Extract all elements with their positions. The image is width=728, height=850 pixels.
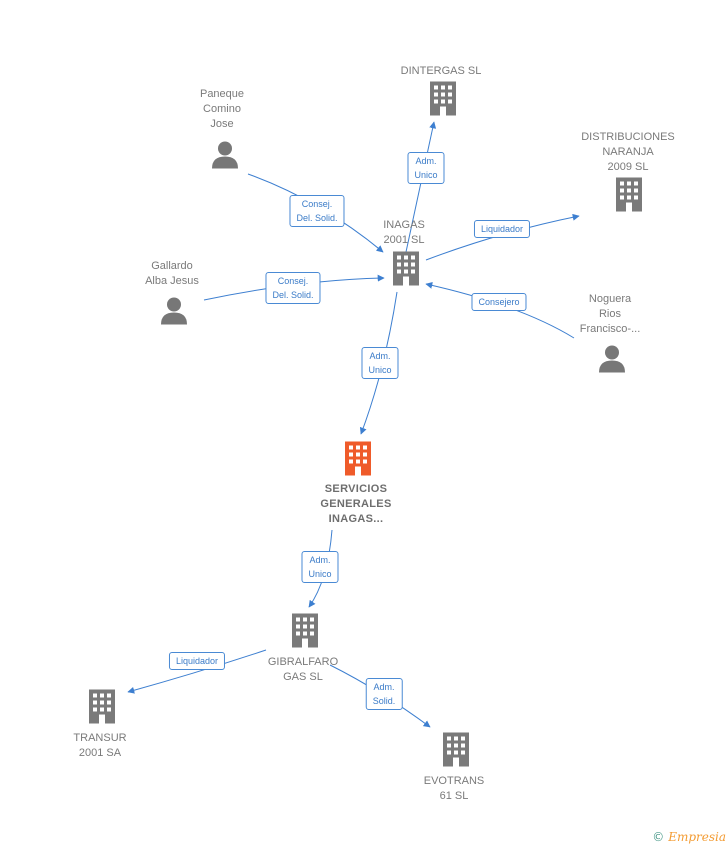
building-icon[interactable]	[290, 613, 320, 653]
edges-layer	[127, 121, 580, 728]
node-label-transur[interactable]: TRANSUR 2001 SA	[73, 732, 127, 759]
edge-label-consej-del-solid: Consej. Del. Solid.	[289, 195, 345, 227]
person-icon[interactable]	[160, 297, 188, 330]
building-icon[interactable]	[428, 81, 458, 121]
watermark: ©Empresia	[652, 830, 726, 844]
edge-label-adm-unico: Adm. Unico	[361, 347, 399, 379]
edge-label-adm-unico: Adm. Unico	[301, 551, 339, 583]
node-label-inagas[interactable]: INAGAS 2001 SL	[383, 219, 425, 246]
person-icon[interactable]	[598, 345, 626, 378]
node-label-paneque[interactable]: Paneque Comino Jose	[199, 88, 245, 130]
edge-label-consej-del-solid: Consej. Del. Solid.	[265, 272, 321, 304]
node-label-servicios[interactable]: SERVICIOS GENERALES INAGAS...	[320, 483, 392, 525]
brand-logo: Empresia	[668, 830, 726, 844]
building-icon[interactable]	[441, 732, 471, 772]
node-label-noguera[interactable]: Noguera Rios Francisco-...	[579, 293, 641, 335]
edge-label-adm-solid: Adm. Solid.	[365, 678, 403, 710]
person-icon[interactable]	[211, 141, 239, 174]
node-label-distribuciones[interactable]: DISTRIBUCIONES NARANJA 2009 SL	[581, 131, 675, 173]
edge-label-adm-unico: Adm. Unico	[407, 152, 445, 184]
node-label-evotrans[interactable]: EVOTRANS 61 SL	[423, 775, 485, 802]
edge-inagas-dintergas	[405, 121, 437, 253]
building-icon[interactable]	[343, 441, 373, 481]
copyright-icon: ©	[652, 830, 665, 844]
building-icon[interactable]	[614, 177, 644, 217]
node-label-gibralfaro[interactable]: GIBRALFARO GAS SL	[267, 656, 339, 683]
edge-gibralfaro-transur	[127, 649, 267, 694]
building-icon[interactable]	[87, 689, 117, 729]
node-label-dintergas[interactable]: DINTERGAS SL	[400, 65, 482, 77]
edge-label-consejero: Consejero	[471, 293, 527, 311]
edge-label-liquidador: Liquidador	[473, 220, 531, 238]
node-label-gallardo[interactable]: Gallardo Alba Jesus	[145, 260, 199, 287]
edge-label-liquidador: Liquidador	[168, 652, 226, 670]
building-icon[interactable]	[391, 251, 421, 291]
